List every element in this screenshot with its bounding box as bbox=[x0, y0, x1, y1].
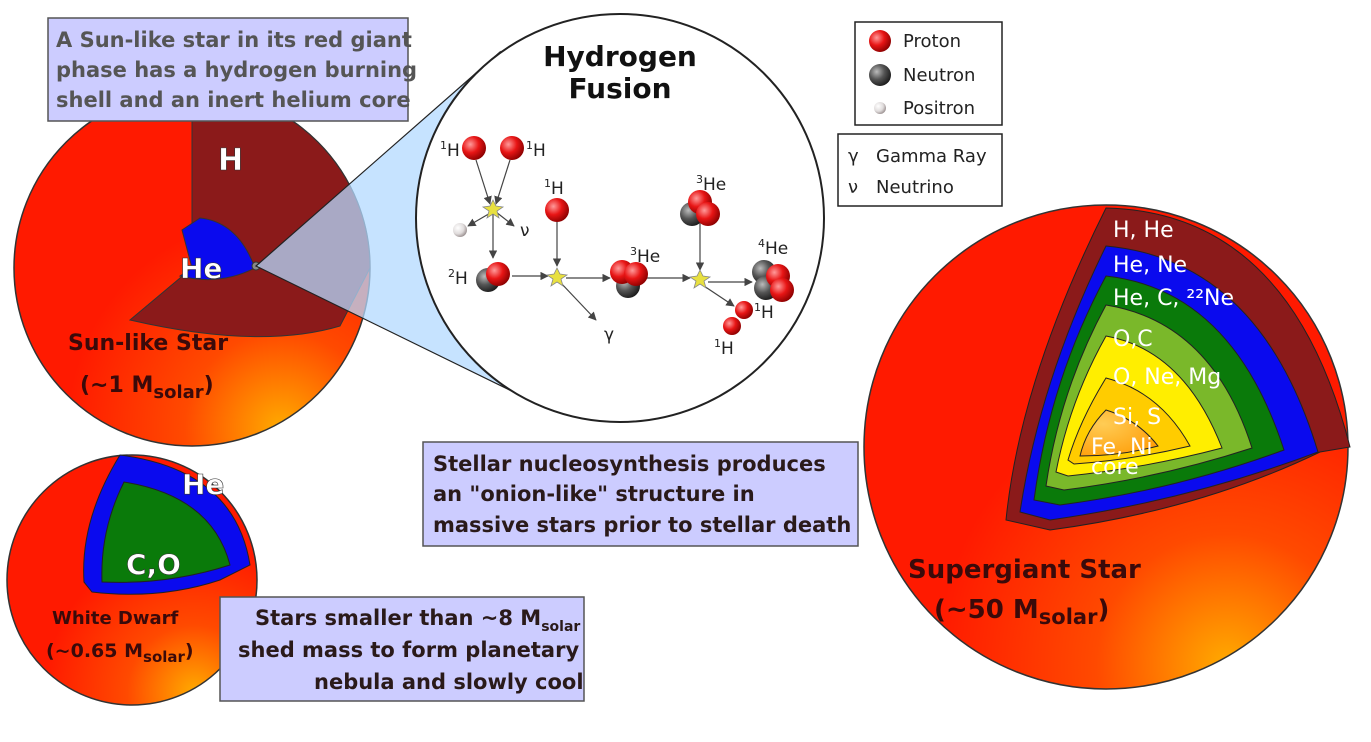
reaction-arrows bbox=[467, 159, 753, 321]
particle-legend: Proton Neutron Positron bbox=[854, 21, 1003, 126]
proton bbox=[462, 136, 486, 160]
proton bbox=[735, 301, 753, 319]
white-dwarf-caption-line1: Stars smaller than ~8 Msolar bbox=[255, 606, 580, 635]
positron bbox=[453, 223, 467, 237]
legend-proton-label: Proton bbox=[903, 31, 961, 52]
proton bbox=[723, 317, 741, 335]
layer-fe-ni-core bbox=[1079, 409, 1159, 457]
supergiant-mass: (~50 Msolar) bbox=[934, 595, 1109, 629]
legend-neutron-icon bbox=[869, 64, 891, 86]
reaction-flashes bbox=[481, 199, 712, 289]
onion-caption: Stellar nucleosynthesis produces an "oni… bbox=[422, 441, 859, 547]
red-giant-caption-line2: phase has a hydrogen burning bbox=[56, 58, 417, 82]
label-gamma: γ bbox=[604, 325, 614, 345]
white-dwarf-mass: (~0.65 Msolar) bbox=[46, 640, 194, 666]
symbol-legend: γ Gamma Ray ν Neutrino bbox=[837, 133, 1003, 207]
layer-label-o-ne-mg: O, Ne, Mg bbox=[1113, 365, 1221, 390]
label-2h: 2H bbox=[448, 267, 468, 289]
onion-caption-line2: an "onion-like" structure in bbox=[433, 482, 755, 506]
proton bbox=[770, 278, 794, 302]
layer-label-h-he: H, He bbox=[1113, 218, 1174, 243]
proton bbox=[500, 136, 524, 160]
legend-gamma-symbol: γ bbox=[848, 146, 859, 167]
sun-shell-label: H bbox=[218, 143, 243, 178]
legend-gamma-label: Gamma Ray bbox=[876, 146, 987, 167]
supergiant-star: H, He He, Ne He, C, ²²Ne O,C O, Ne, Mg S… bbox=[863, 204, 1351, 690]
legend-nu-label: Neutrino bbox=[876, 177, 954, 198]
fusion-circle bbox=[415, 13, 825, 423]
white-dwarf-shell-label: He bbox=[182, 468, 224, 501]
label-4he: 4He bbox=[758, 237, 788, 259]
white-dwarf-caption-line3: nebula and slowly cool bbox=[314, 670, 584, 694]
white-dwarf-carbon-core bbox=[101, 481, 231, 583]
sun-star-name: Sun-like Star bbox=[68, 331, 228, 356]
onion-caption-line1: Stellar nucleosynthesis produces bbox=[433, 452, 826, 476]
sun-core-label: He bbox=[180, 252, 222, 285]
layer-label-he-ne: He, Ne bbox=[1113, 253, 1187, 278]
legend-proton-icon bbox=[869, 30, 891, 52]
proton bbox=[486, 262, 510, 286]
label-1h-c: 1H bbox=[544, 177, 564, 199]
label-1h-a: 1H bbox=[440, 139, 460, 161]
layer-label-si-s: Si, S bbox=[1113, 405, 1161, 430]
layer-label-core: core bbox=[1091, 455, 1139, 480]
onion-caption-line3: massive stars prior to stellar death bbox=[433, 513, 851, 537]
white-dwarf-caption-line2: shed mass to form planetary bbox=[238, 638, 579, 662]
proton bbox=[545, 198, 569, 222]
sun-star-mass: (~1 Msolar) bbox=[80, 373, 214, 403]
white-dwarf: He C,O White Dwarf (~0.65 Msolar) bbox=[6, 454, 258, 706]
white-dwarf-core-label: C,O bbox=[126, 548, 181, 581]
red-giant-caption-line1: A Sun-like star in its red giant bbox=[56, 28, 412, 52]
legend-positron-icon bbox=[874, 102, 886, 114]
fusion-title-line1: Hydrogen bbox=[543, 40, 697, 73]
label-1h-e: 1H bbox=[714, 337, 734, 359]
legend-nu-symbol: ν bbox=[848, 177, 858, 198]
proton bbox=[624, 262, 648, 286]
white-dwarf-caption: Stars smaller than ~8 Msolar shed mass t… bbox=[219, 596, 585, 702]
label-nu: ν bbox=[520, 221, 530, 241]
layer-label-o-c: O,C bbox=[1113, 327, 1153, 352]
legend-positron-label: Positron bbox=[903, 98, 975, 119]
label-1h-b: 1H bbox=[526, 139, 546, 161]
supergiant-name: Supergiant Star bbox=[908, 555, 1141, 585]
hydrogen-fusion-panel: Hydrogen Fusion bbox=[415, 13, 825, 423]
layer-label-he-c-ne: He, C, ²²Ne bbox=[1113, 286, 1234, 311]
layer-label-fe-ni: Fe, Ni bbox=[1091, 435, 1153, 460]
legend-neutron-label: Neutron bbox=[903, 65, 975, 86]
label-3he-b: 3He bbox=[696, 173, 726, 195]
label-3he-a: 3He bbox=[630, 245, 660, 267]
proton bbox=[696, 202, 720, 226]
label-1h-d: 1H bbox=[754, 301, 774, 323]
red-giant-caption: A Sun-like star in its red giant phase h… bbox=[47, 17, 417, 122]
red-giant-caption-line3: shell and an inert helium core bbox=[56, 88, 411, 112]
white-dwarf-name: White Dwarf bbox=[52, 608, 179, 629]
fusion-title-line2: Fusion bbox=[568, 72, 671, 105]
